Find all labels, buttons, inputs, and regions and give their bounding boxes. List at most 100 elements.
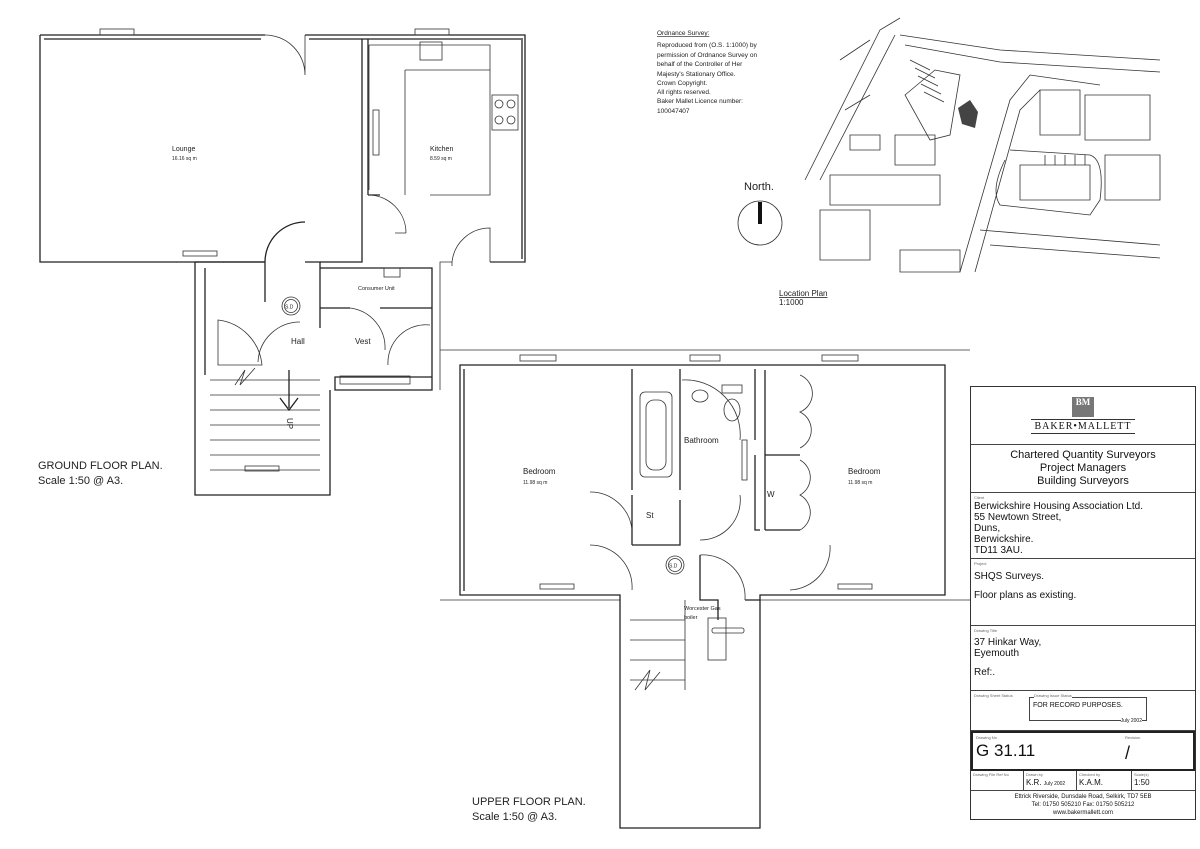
ref-label: Ref:.	[974, 667, 996, 678]
os-line: 100047407	[657, 108, 690, 115]
upper-floor-plan	[440, 349, 970, 829]
os-line: permission of Ordnance Survey on	[657, 52, 757, 59]
radiator	[837, 583, 873, 590]
checked-by-label: Checked by	[1079, 772, 1101, 777]
os-line: Reproduced from (O.S. 1:1000) by	[657, 42, 757, 49]
project-line: SHQS Surveys.	[974, 571, 1045, 582]
location-plan-scale: 1:1000	[779, 298, 804, 307]
drawing-title-line: 37 Hinkar Way,	[974, 637, 1042, 648]
room-area-bedroom: 11.98 sq m	[848, 480, 872, 486]
location-map	[804, 17, 1161, 273]
issue-date: July 2002	[1120, 718, 1142, 724]
os-line: Baker Mallet Licence number:	[657, 98, 743, 105]
location-plan-title: Location Plan	[779, 289, 827, 298]
company-logo: BM BAKER•MALLETT	[971, 387, 1195, 445]
room-area-kitchen: 8.59 sq m	[430, 156, 452, 162]
break-line	[234, 367, 256, 386]
boiler-label: Worcester Gas	[684, 606, 721, 612]
door-swing	[217, 319, 263, 366]
drawing-title-label: Drawing Title	[974, 628, 998, 633]
client-line: 55 Newtown Street,	[974, 512, 1062, 523]
issue-status: FOR RECORD PURPOSES.	[1033, 702, 1123, 709]
client-line: Duns,	[974, 523, 1001, 534]
bath	[639, 391, 673, 478]
drawn-date: July 2002	[1043, 781, 1066, 787]
room-name-hall: Hall	[291, 337, 305, 346]
room-name-vest: Vest	[355, 337, 371, 346]
client-line: Berwickshire Housing Association Ltd.	[974, 501, 1143, 512]
room-name-lounge: Lounge	[172, 146, 195, 153]
scale-label: Scale(s)	[1134, 772, 1149, 777]
revision: /	[1125, 743, 1131, 763]
washbasin	[691, 389, 709, 403]
room-name-bedroom: Bedroom	[523, 467, 556, 476]
room-name-wardrobe: W	[767, 490, 775, 499]
ground-floor-title: GROUND FLOOR PLAN.	[38, 460, 163, 472]
file-ref-label: Drawing File Ref No	[973, 772, 1009, 777]
north-arrow	[737, 200, 783, 246]
stairs-up-label: UP	[285, 418, 294, 429]
ground-floor-scale: Scale 1:50 @ A3.	[38, 475, 123, 487]
window	[414, 28, 450, 36]
project-section: Project SHQS Surveys. Floor plans as exi…	[971, 559, 1195, 626]
radiator	[244, 465, 280, 472]
window	[99, 28, 135, 36]
status-section: Drawing Sheet Status Drawing Issue Statu…	[971, 691, 1195, 731]
company-name: BAKER•MALLETT	[1031, 419, 1135, 434]
room-name-bedroom: Bedroom	[848, 467, 881, 476]
window	[339, 375, 411, 385]
service: Building Surveyors	[1037, 475, 1129, 487]
room-area-lounge: 16.16 sq m	[172, 156, 197, 162]
site-highlight	[958, 100, 978, 128]
smoke-detector-icon	[665, 555, 685, 575]
window	[519, 354, 557, 362]
stair-arrow	[279, 370, 299, 412]
radiator	[372, 109, 380, 156]
drawn-by-label: Drawn by	[1026, 772, 1043, 777]
north-label: North.	[744, 181, 774, 193]
os-line: Majesty's Stationary Office.	[657, 71, 736, 78]
issue-status-label: Drawing Issue Status	[1034, 693, 1072, 698]
checked-by: K.A.M.	[1079, 778, 1104, 787]
boiler-unit	[707, 617, 727, 661]
room-name-store: St	[646, 511, 654, 520]
window	[821, 354, 859, 362]
consumer-unit-label: Consumer Unit	[358, 286, 395, 292]
upper-floor-scale: Scale 1:50 @ A3.	[472, 811, 557, 823]
smoke-detector-label: S.D	[285, 305, 294, 311]
project-line: Floor plans as existing.	[974, 590, 1077, 601]
drawing-title-line: Eyemouth	[974, 648, 1020, 659]
window	[689, 354, 721, 362]
service: Project Managers	[1039, 462, 1127, 474]
consumer-unit-box	[383, 267, 401, 278]
client-section: Client Berwickshire Housing Association …	[971, 493, 1195, 559]
os-line: behalf of the Controller of Her	[657, 61, 743, 68]
boiler-label: boiler	[684, 615, 698, 621]
services: Chartered Quantity Surveyors Project Man…	[971, 445, 1195, 493]
drawing-no-label: Drawing No	[976, 735, 997, 740]
radiator	[741, 439, 748, 481]
sheet-status-label: Drawing Sheet Status	[974, 693, 1013, 698]
hob	[491, 94, 519, 131]
drawn-by: K.R.	[1026, 778, 1042, 787]
radiator	[182, 250, 218, 257]
company-contact: Ettrick Riverside, Dunsdale Road, Selkir…	[971, 791, 1195, 817]
issue-status-box: Drawing Issue Status FOR RECORD PURPOSES…	[1029, 693, 1147, 724]
drawing-number-section: Drawing No G 31.11 Revision /	[971, 731, 1195, 771]
sink	[419, 41, 443, 61]
service: Chartered Quantity Surveyors	[1010, 449, 1156, 461]
os-heading: Ordnance Survey:	[657, 30, 710, 37]
scale: 1:50	[1134, 778, 1150, 787]
drawing-title-section: Drawing Title 37 Hinkar Way, Eyemouth Re…	[971, 626, 1195, 691]
project-label: Project	[974, 561, 987, 566]
smoke-detector-icon	[281, 296, 301, 316]
room-area-bedroom: 11.98 sq m	[523, 480, 547, 486]
company-address: Ettrick Riverside, Dunsdale Road, Selkir…	[1014, 794, 1152, 800]
company-website[interactable]: www.bakermallett.com	[1052, 810, 1114, 816]
revision-label: Revision	[1125, 735, 1141, 740]
room-name-kitchen: Kitchen	[430, 146, 453, 153]
client-line: Berwickshire.	[974, 534, 1034, 545]
smoke-detector-label: S.D	[669, 564, 678, 570]
